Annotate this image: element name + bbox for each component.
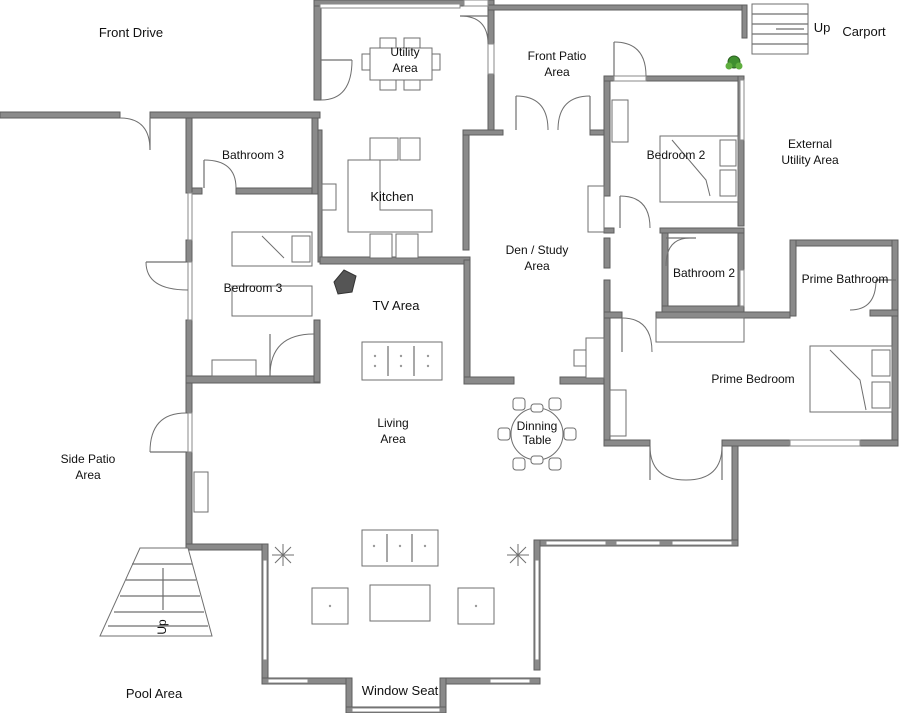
bedroom-2-bed (587, 99, 739, 233)
carport-stairs (751, 3, 809, 55)
windows (187, 0, 861, 713)
bedroom-3-bed (211, 231, 313, 377)
kitchen-counter (321, 137, 433, 259)
living-sofa (361, 529, 439, 567)
label-kitchen: Kitchen (370, 189, 413, 204)
star-plant-icon (272, 544, 529, 566)
label-pool-area: Pool Area (126, 686, 183, 701)
plant-icon (725, 55, 743, 70)
label-prime-bathroom: Prime Bathroom (802, 272, 889, 286)
side-tables (193, 471, 209, 513)
side-stairs (99, 547, 213, 637)
den-desk (573, 337, 605, 379)
living-armchairs-table (311, 584, 495, 625)
label-side-stairs-up: Up (155, 619, 169, 635)
label-front-drive: Front Drive (99, 25, 163, 40)
label-carport-up: Up (814, 20, 831, 35)
utility-dining-set (361, 37, 441, 91)
label-bedroom-3: Bedroom 3 (224, 281, 283, 295)
label-carport: Carport (842, 24, 886, 39)
label-bedroom-2: Bedroom 2 (647, 148, 706, 162)
label-window-seat: Window Seat (362, 683, 439, 698)
label-prime-bedroom: Prime Bedroom (711, 372, 794, 386)
doors (119, 15, 896, 481)
prime-bedroom-bed (609, 317, 893, 437)
dining-table-set (497, 397, 577, 471)
tv-unit (333, 269, 357, 295)
label-bathroom-2: Bathroom 2 (673, 266, 735, 280)
label-tv-area: TV Area (373, 298, 421, 313)
tv-sofa (361, 341, 443, 381)
label-bathroom-3: Bathroom 3 (222, 148, 284, 162)
